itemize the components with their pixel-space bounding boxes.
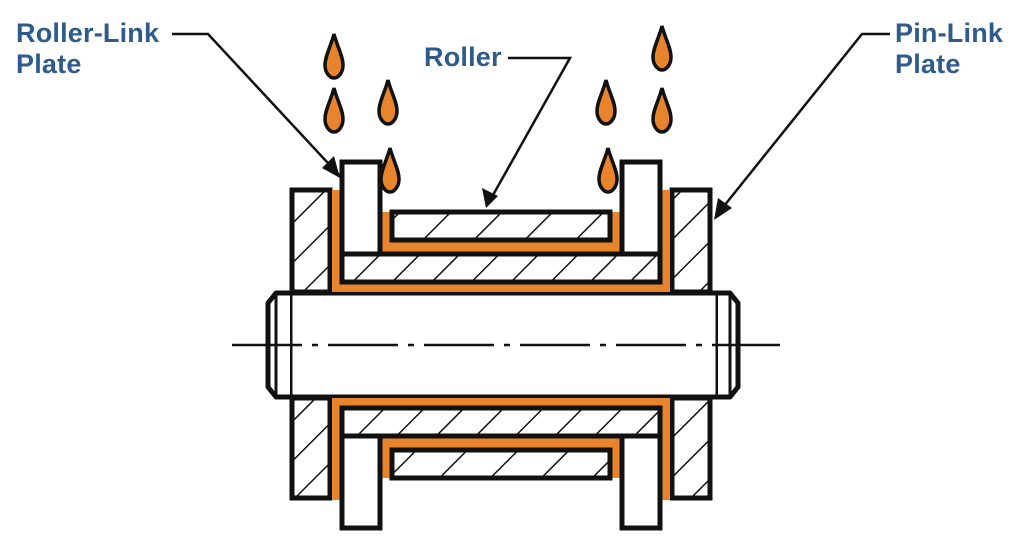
bushing [339,251,663,439]
oil-drop [651,87,673,134]
pin-link-plate-right [669,187,713,501]
oil-drop [595,79,617,126]
roller [389,209,613,481]
leader-roller-link-plate [172,32,341,178]
lubricant-film [332,190,670,500]
leader-roller [482,56,573,208]
leader-pin-link-plate [714,32,890,220]
oil-drop [597,147,619,194]
roller-link-plate-right [619,159,663,531]
oil-drop [651,25,673,72]
pin-link-plate-left [289,187,333,501]
oil-drops [323,25,673,194]
oil-drop [323,87,345,134]
oil-drop [323,33,345,80]
label-roller-link-plate: Roller-Link Plate [16,18,160,79]
oil-drop [377,79,399,126]
label-roller: Roller [424,42,502,72]
roller-link-plate-left [339,159,383,531]
label-pin-link-plate: Pin-Link Plate [895,18,1004,79]
oil-drop [379,147,401,194]
